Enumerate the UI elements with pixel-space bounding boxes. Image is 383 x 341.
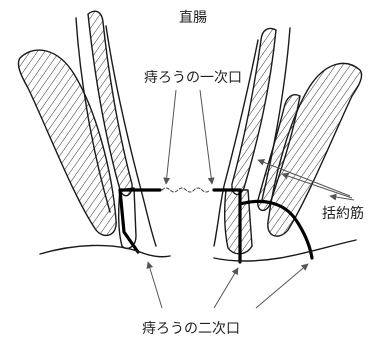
rectum-label: 直腸	[179, 9, 207, 26]
secondary-opening-arrow-mid	[214, 268, 238, 308]
secondary-opening-arrow-right	[256, 264, 308, 308]
sphincter-arrow-3	[330, 196, 354, 200]
right-external-sphincter	[225, 190, 252, 254]
left-skin-line	[40, 245, 170, 256]
secondary-opening-label: 痔ろうの二次口	[142, 320, 240, 337]
primary-opening-label: 痔ろうの一次口	[144, 69, 242, 86]
primary-opening-arrow-left	[166, 90, 176, 184]
dentate-line	[162, 188, 210, 192]
primary-opening-arrow-right	[200, 90, 212, 184]
right-anatomy	[214, 28, 362, 262]
left-anatomy	[18, 11, 170, 257]
secondary-opening-arrow-left	[148, 262, 162, 308]
left-fistula-tract	[120, 190, 160, 252]
sphincter-label: 括約筋	[322, 205, 364, 222]
